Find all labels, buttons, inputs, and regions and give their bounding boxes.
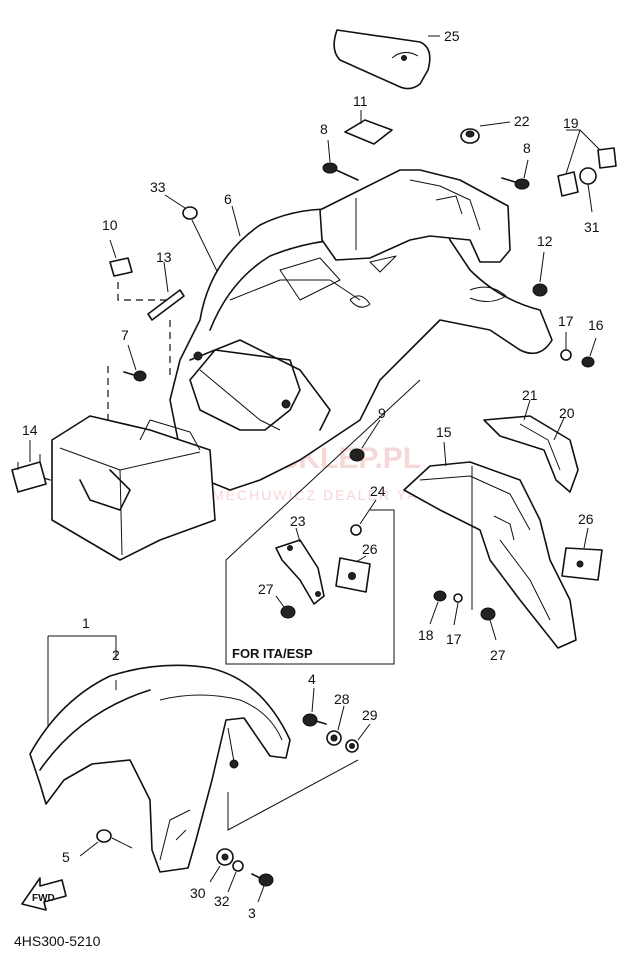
callout: 2 [112,647,120,663]
callout: 6 [224,191,232,207]
callout: 24 [370,483,386,499]
part-5-grommet [79,829,133,857]
callout: 13 [156,249,172,265]
diagram-code: 4HS300-5210 [14,933,101,949]
fwd-label: FWD [32,893,55,904]
callout: 25 [444,28,460,44]
callout: 17 [558,313,574,329]
part-8-bolt-left [322,139,359,181]
part-22-bush [460,121,511,144]
part-8-bolt-right [501,159,530,190]
callout: 29 [362,707,378,723]
part-9-nut [349,419,381,462]
callout: 8 [320,121,328,137]
callout: 32 [214,893,230,909]
callout: 11 [353,93,368,109]
part-25-seat-pad [333,29,440,90]
part-27-nut-right [480,607,497,641]
part-4-bolt [302,687,327,727]
callout: 10 [102,217,118,233]
callout: 7 [121,327,129,343]
part-17-washer-lower [453,593,463,626]
part-17-washer-upper [560,332,572,361]
callout: 21 [522,387,538,403]
part-16-bolt [581,337,597,368]
callout: 28 [334,691,350,707]
part-32-washer [227,860,244,893]
callout: 15 [436,424,452,440]
part-20-mudflap [483,399,579,493]
part-13-strap [147,261,185,380]
part-15-license-bracket [403,441,577,649]
part-10-clip [109,239,168,301]
callout: 26 [578,511,594,527]
callout: 18 [418,627,434,643]
callout: 27 [490,647,506,663]
callout: 26 [362,541,378,557]
callout: 9 [378,405,386,421]
callouts: 1 2 3 4 5 6 7 8 8 9 10 11 12 13 14 15 16… [22,28,604,921]
part-18-nut [429,590,447,625]
watermark-sub: MECHUWICZ DEALER YAMAHA [212,487,467,503]
part-7-bolt [107,344,147,430]
callout: 17 [446,631,462,647]
callout: 31 [584,219,600,235]
callout: 20 [559,405,575,421]
part-19-reflector [557,129,617,213]
part-26-reflector-right [561,527,603,581]
callout: 16 [588,317,604,333]
callout: 33 [150,179,166,195]
callout: 12 [537,233,553,249]
callout: 4 [308,671,316,687]
callout: 1 [82,615,90,631]
inset-ita-esp: FOR ITA/ESP [225,379,421,665]
callout: 3 [248,905,256,921]
part-6-rear-fender [169,205,553,491]
frame-bracket-upper [319,169,511,263]
callout: 8 [523,140,531,156]
part-12-nut [532,251,548,297]
part-3-bolt [251,873,274,903]
callout: 27 [258,581,274,597]
part-28-collar [326,705,345,746]
callout: 22 [514,113,530,129]
part-1-front-fender [29,635,359,873]
inset-label: FOR ITA/ESP [232,646,313,661]
callout: 5 [62,849,70,865]
callout: 19 [563,115,579,131]
battery-box [51,415,216,561]
part-30-collar [209,848,234,883]
callout: 30 [190,885,206,901]
part-11-pad [344,110,393,145]
callout: 14 [22,422,38,438]
fwd-arrow-icon: FWD [21,877,67,911]
callout: 23 [290,513,306,529]
part-29-washer [345,723,371,753]
